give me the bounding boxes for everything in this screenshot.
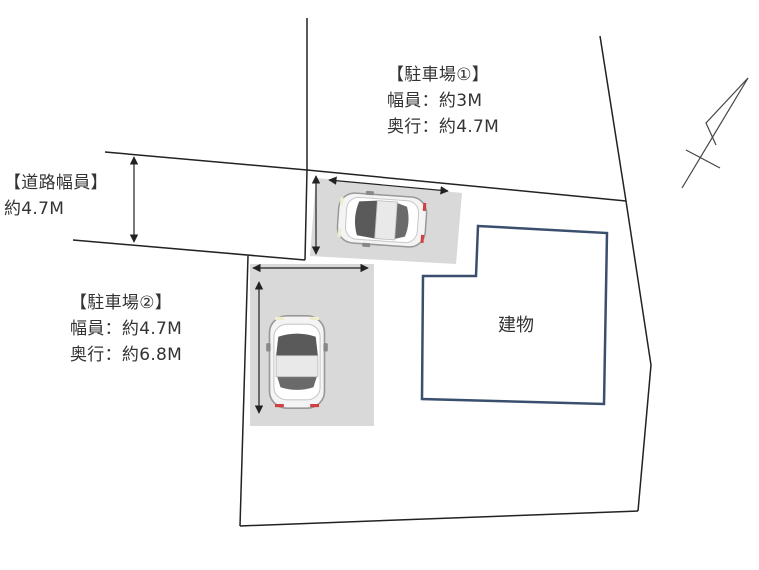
road-lower-line — [72, 239, 306, 261]
parking-1-width: 幅員：約3M — [387, 91, 483, 111]
road-upper-line — [104, 151, 308, 171]
parking-2-width: 幅員：約4.7M — [70, 319, 183, 339]
boundary-jog — [304, 169, 308, 261]
building-label: 建物 — [498, 315, 534, 336]
parking-1-depth: 奥行：約4.7M — [387, 117, 500, 137]
parking-1-depth-dimension — [328, 176, 449, 195]
building-outline — [420, 224, 609, 406]
parking-1-label: 【駐車場①】 幅員：約3M 奥行：約4.7M — [387, 62, 499, 140]
parking-2-depth: 奥行：約6.8M — [70, 345, 183, 365]
boundary-left — [239, 255, 249, 527]
parking-1-title: 【駐車場①】 — [387, 65, 490, 85]
road-width-title: 【道路幅員】 — [4, 173, 108, 193]
parking-2-title: 【駐車場②】 — [70, 293, 173, 313]
car-icon — [265, 314, 329, 410]
boundary-right — [599, 35, 652, 512]
boundary-upper-lot — [306, 169, 627, 202]
car-icon — [335, 188, 429, 252]
boundary-bottom — [239, 510, 639, 527]
parking-2-label: 【駐車場②】 幅員：約4.7M 奥行：約6.8M — [70, 290, 182, 368]
road-width-value: 約4.7M — [4, 199, 65, 219]
north-arrow-icon — [681, 77, 749, 189]
road-width-label: 【道路幅員】 約4.7M — [4, 170, 108, 222]
